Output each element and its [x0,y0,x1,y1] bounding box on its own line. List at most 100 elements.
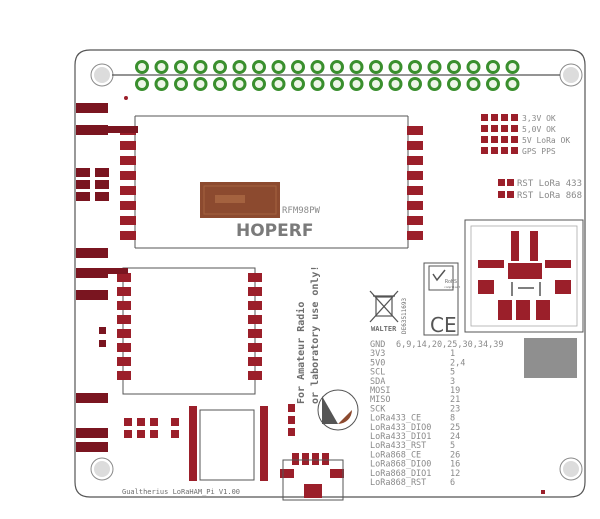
header-pin-via [466,77,481,91]
pin-table-pins: 16 [450,460,460,470]
smd-pad [288,404,295,412]
status-led-pad [511,125,518,132]
header-pin-via [505,77,520,91]
module2-pad [248,273,262,282]
header-pin-via [330,60,344,74]
header-pin-via [252,77,266,91]
module2-pad [117,357,131,366]
module-pad [120,201,136,210]
board-outline [74,49,586,498]
status-label-gps: GPS PPS [522,147,556,156]
header-pin-via [369,60,383,74]
module2-pad [248,301,262,310]
edge-pad [76,103,108,113]
pin-table-pins: 25 [450,423,460,433]
status-label-lora: 5V LoRa OK [522,136,570,145]
pin-table-signal: LoRa433_RST [370,441,426,451]
pin-table-signal: MOSI [370,386,390,396]
header-pin-via [232,77,247,91]
status-label-5v: 5,0V OK [522,125,556,134]
smd-pad [150,418,158,426]
compliance-block: RoHS compliant CE [423,262,460,337]
pin-table-signal: LoRa868_DIO1 [370,469,431,479]
edge-pad [76,442,108,452]
smd-pad [137,430,145,438]
header-pin-via [154,60,169,74]
sma-connector-footprint [464,219,584,333]
warning-line-1: For Amateur Radio [295,302,307,404]
smd-pad [292,453,299,465]
pin-table-signal: LoRa868_CE [370,450,421,460]
edge-pad [99,340,106,347]
status-led-pad [481,147,488,154]
module-pad [120,216,136,225]
smd-pad [288,416,295,424]
module-pad [407,141,423,150]
reset-button-pads [498,179,514,198]
header-pin-via [486,60,500,74]
mounting-hole-icon [90,63,114,87]
header-pin-via [193,60,208,74]
header-pin-via [193,77,208,91]
status-led-pad [481,114,488,121]
smd-pad [137,418,145,426]
header-pin-via [505,60,520,74]
header-pin-via [388,60,403,74]
module2-pad [248,329,262,338]
pin-table-pins: 5 [450,368,455,378]
header-pin-via [369,77,383,91]
pin-table-pins: 3 [450,377,455,387]
module2-pad [248,287,262,296]
module2-pad [248,357,262,366]
status-label-3v3: 3,3V OK [522,114,556,123]
edge-pad [95,192,109,201]
module2-pads [117,273,262,380]
pin-table-signal: SCK [370,404,386,414]
pin-table-signal: MISO [370,395,390,405]
module-pad [407,126,423,135]
usb-footprint-outline [282,459,344,501]
status-led-pad [491,114,498,121]
module-pad [120,171,136,180]
header-pin-via [291,77,305,91]
reset-pad [507,179,514,186]
pin-table-signal: LoRa868_DIO0 [370,460,431,470]
reset-pad [498,191,505,198]
header-pin-via [135,60,149,74]
header-pin-via [388,77,403,91]
edge-pad [108,268,128,274]
rohs-icon: RoHS compliant [428,265,460,291]
edge-pad [108,126,138,133]
header-pin-via [154,77,169,91]
status-led-pad [511,147,518,154]
module2-pad [117,343,131,352]
module-pads-right [407,126,423,240]
pin-table-signal: LoRa433_DIO1 [370,432,431,442]
pin-table-signal: LoRa868_RST [370,478,426,488]
module2-pad [248,371,262,380]
edge-pad [76,393,108,403]
edge-pad [95,180,109,189]
fiducial-dot [124,96,128,100]
gpio-header-icon [112,60,560,91]
smd-pad [541,490,545,494]
header-pin-via [271,77,286,91]
pin-table-signal: 3V3 [370,349,385,359]
status-led-pad [501,114,508,121]
module-pad [407,186,423,195]
header-pin-via [447,60,461,74]
weee-registration: DE63511693 [401,297,408,334]
module-pad [407,156,423,165]
header-pin-via [349,60,364,74]
module-pad [407,201,423,210]
left-edge-connectors [76,103,138,452]
header-pin-via [466,60,481,74]
reset-label-868: RST LoRa 868 [517,191,582,201]
pin-table-pins: 8 [450,414,455,424]
edge-pad [76,125,108,135]
grey-shield-pad [524,338,577,378]
smd-pad [322,453,329,465]
header-pin-via [291,60,305,74]
